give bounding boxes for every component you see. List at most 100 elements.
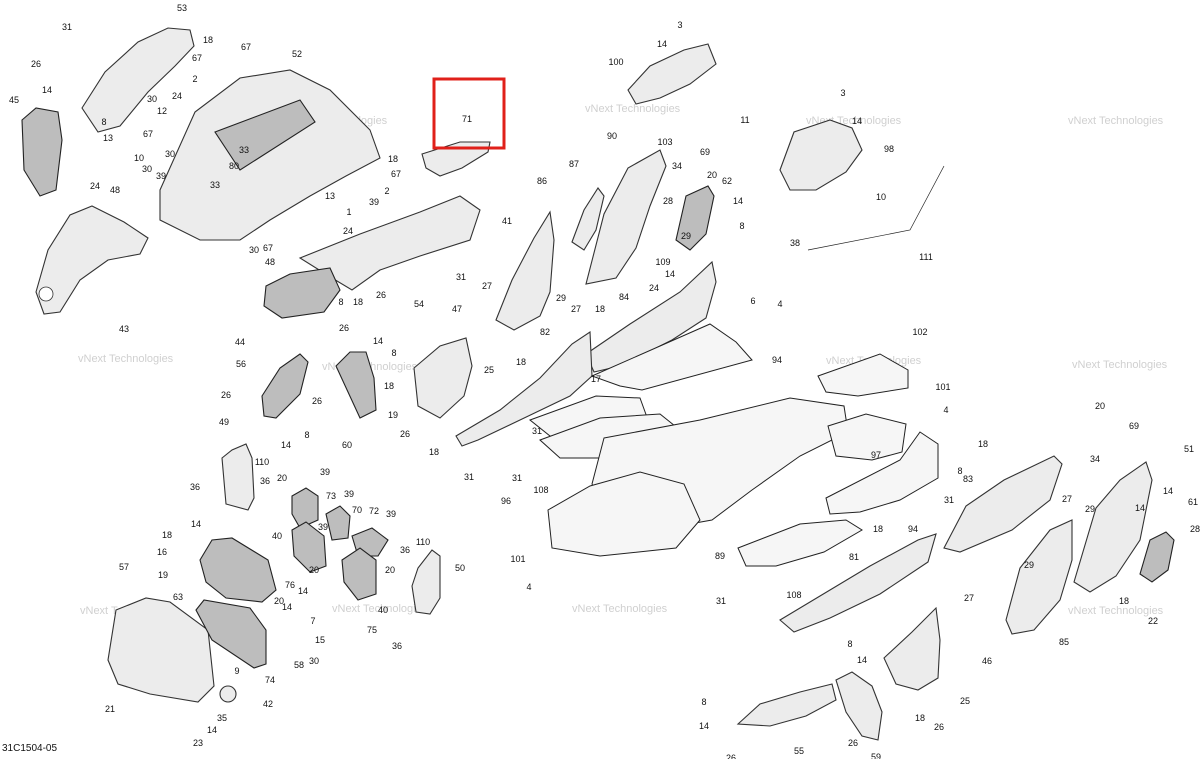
callout-18: 18	[516, 357, 526, 367]
callout-31: 31	[716, 596, 726, 606]
callout-110: 110	[416, 537, 430, 547]
callout-67: 67	[143, 129, 153, 139]
part-46	[883, 606, 941, 691]
callout-30: 30	[309, 656, 319, 666]
callout-39: 39	[318, 522, 328, 532]
callout-26: 26	[339, 323, 349, 333]
callout-57: 57	[119, 562, 129, 572]
callout-14: 14	[857, 655, 867, 665]
callout-34: 34	[672, 161, 682, 171]
callout-24: 24	[649, 283, 659, 293]
callout-8: 8	[957, 466, 962, 476]
callout-51: 51	[1184, 444, 1194, 454]
callout-18: 18	[384, 381, 394, 391]
callout-19: 19	[158, 570, 168, 580]
part-55	[736, 683, 837, 727]
callout-14: 14	[191, 519, 201, 529]
part-94	[590, 323, 753, 391]
callout-27: 27	[482, 281, 492, 291]
callout-39: 39	[386, 509, 396, 519]
callout-76: 76	[285, 580, 295, 590]
callout-10: 10	[134, 153, 144, 163]
callout-28: 28	[663, 196, 673, 206]
callout-22: 22	[1148, 616, 1158, 626]
callout-6: 6	[750, 296, 755, 306]
callout-4: 4	[526, 582, 531, 592]
callout-50: 50	[455, 563, 465, 573]
part-83	[943, 455, 1063, 553]
callout-55: 55	[794, 746, 804, 756]
callout-52: 52	[292, 49, 302, 59]
callout-59: 59	[871, 752, 881, 759]
part-52-vent	[214, 99, 316, 171]
part-59	[835, 671, 883, 741]
callout-30: 30	[142, 164, 152, 174]
callout-8: 8	[847, 639, 852, 649]
callout-41: 41	[502, 216, 512, 226]
callout-101: 101	[510, 554, 525, 564]
callout-18: 18	[353, 297, 363, 307]
callout-14: 14	[282, 602, 292, 612]
callout-20: 20	[309, 565, 319, 575]
callout-31: 31	[62, 22, 72, 32]
callout-7: 7	[310, 616, 315, 626]
callout-13: 13	[325, 191, 335, 201]
callout-33: 33	[210, 180, 220, 190]
callout-97: 97	[871, 450, 881, 460]
callout-43: 43	[119, 324, 129, 334]
callout-26: 26	[848, 738, 858, 748]
callout-29: 29	[681, 231, 691, 241]
part-56	[261, 353, 309, 419]
callout-67: 67	[241, 42, 251, 52]
callout-87: 87	[569, 159, 579, 169]
part-63	[199, 537, 277, 603]
callout-14: 14	[852, 116, 862, 126]
callout-74: 74	[265, 675, 275, 685]
callout-31: 31	[944, 495, 954, 505]
part-28	[675, 185, 715, 251]
callout-20: 20	[277, 473, 287, 483]
callout-27: 27	[964, 593, 974, 603]
part-45	[21, 107, 63, 197]
callout-18: 18	[1119, 596, 1129, 606]
callout-81: 81	[849, 552, 859, 562]
part-57	[107, 597, 215, 703]
part-60	[335, 351, 377, 419]
callout-18: 18	[388, 154, 398, 164]
callout-62: 62	[722, 176, 732, 186]
callout-44: 44	[235, 337, 245, 347]
callout-110: 110	[255, 457, 269, 467]
callout-20: 20	[1095, 401, 1105, 411]
callout-26: 26	[221, 390, 231, 400]
callout-17: 17	[591, 374, 601, 384]
callout-30: 30	[165, 149, 175, 159]
callout-36: 36	[190, 482, 200, 492]
callout-67: 67	[263, 243, 273, 253]
callout-27: 27	[1062, 494, 1072, 504]
part-81	[779, 533, 937, 633]
callout-8: 8	[391, 348, 396, 358]
callout-31: 31	[512, 473, 522, 483]
part-71	[421, 141, 491, 177]
highlight-box	[432, 77, 506, 150]
callout-34: 34	[1090, 454, 1100, 464]
callout-14: 14	[207, 725, 217, 735]
callout-14: 14	[1135, 503, 1145, 513]
callout-2: 2	[192, 74, 197, 84]
callout-98: 98	[884, 144, 894, 154]
callout-18: 18	[978, 439, 988, 449]
callout-56: 56	[236, 359, 246, 369]
callout-102: 102	[912, 327, 927, 337]
callout-26: 26	[312, 396, 322, 406]
callout-82: 82	[540, 327, 550, 337]
part-61	[1139, 531, 1175, 583]
callout-14: 14	[42, 85, 52, 95]
callout-80: 80	[229, 161, 239, 171]
callout-20: 20	[707, 170, 717, 180]
callout-39: 39	[320, 467, 330, 477]
callout-9: 9	[234, 666, 239, 676]
callout-48: 48	[265, 257, 275, 267]
callout-71: 71	[462, 114, 472, 124]
